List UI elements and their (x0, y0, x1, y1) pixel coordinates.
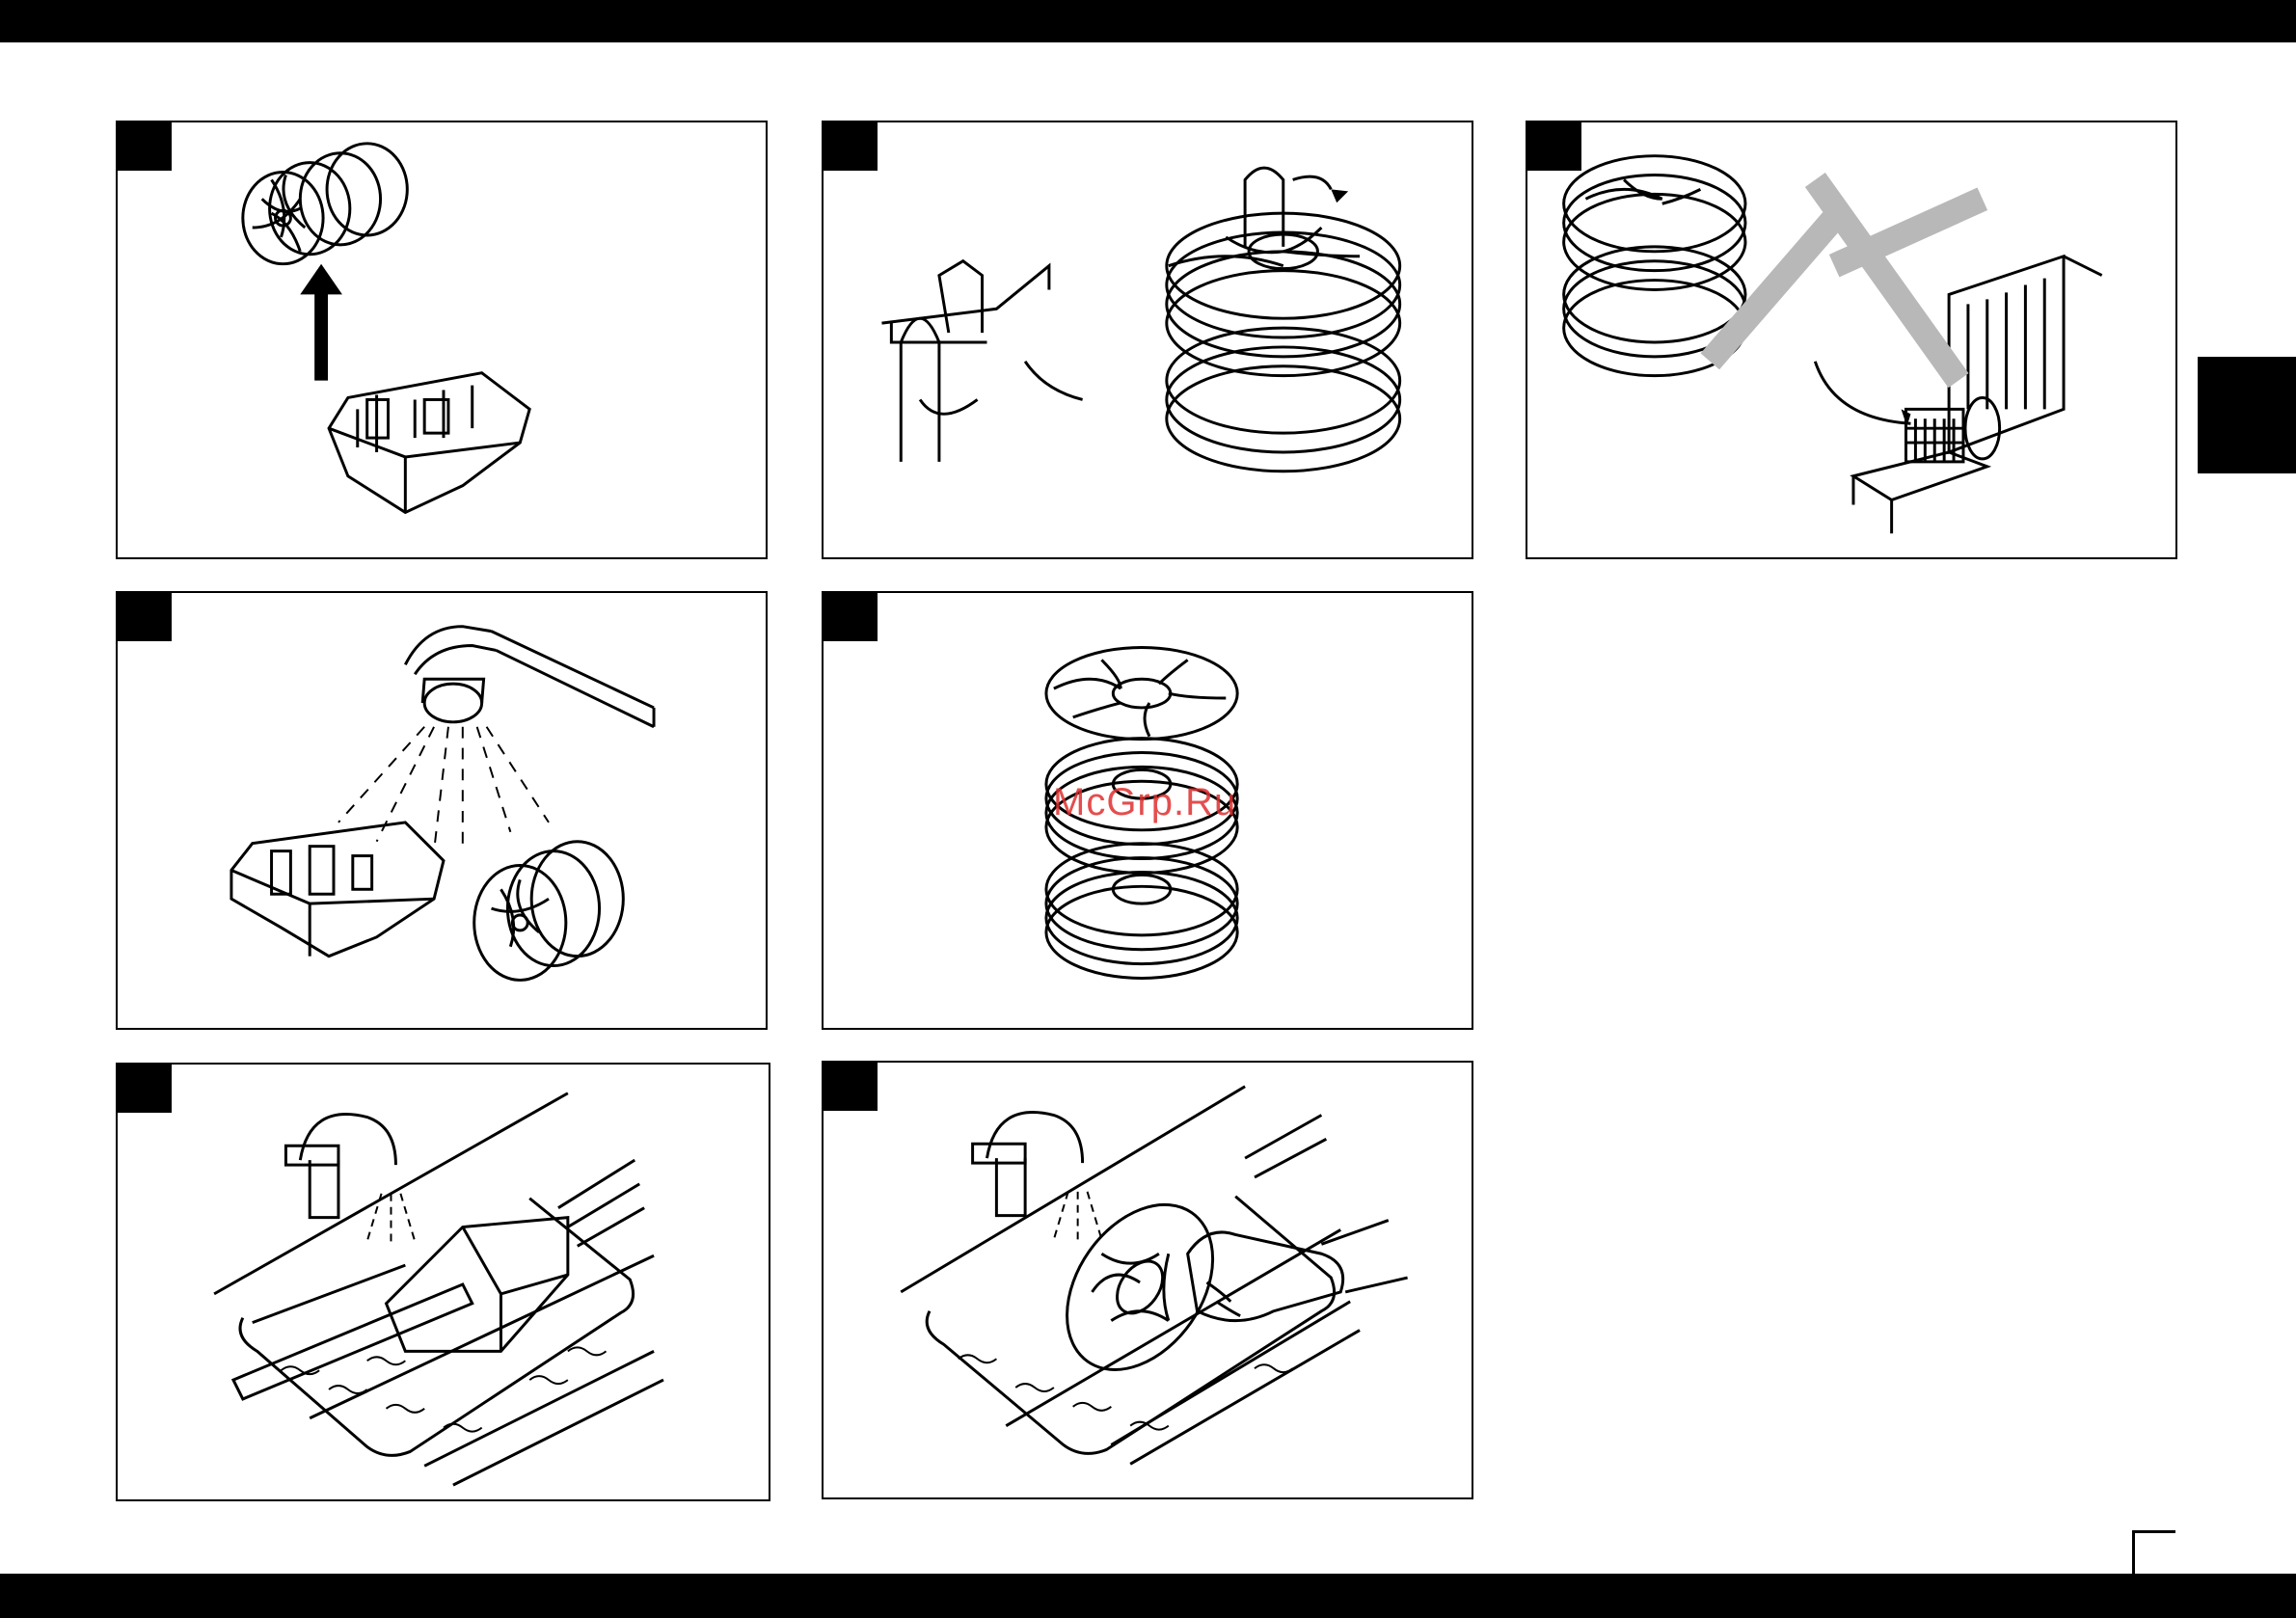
illustration-rinse-shower (118, 593, 766, 1028)
watermark-text: McGrp.Ru (1053, 781, 1236, 824)
section-tab (2198, 357, 2296, 473)
top-black-bar (0, 0, 2296, 42)
panel-unscrew-stack (822, 121, 1473, 559)
panel-no-dishwasher (1526, 121, 2177, 559)
panel-rinse-shower (116, 591, 768, 1030)
illustration-unscrew-stack (824, 122, 1472, 557)
illustration-wash-disc (824, 1063, 1472, 1497)
illustration-lift-drums (118, 122, 766, 557)
panel-brush-tray (116, 1063, 770, 1501)
panel-lift-drums (116, 121, 768, 559)
illustration-no-dishwasher (1527, 122, 2175, 557)
panel-wash-disc (822, 1061, 1473, 1499)
illustration-brush-tray (118, 1065, 769, 1499)
bottom-black-bar (0, 1574, 2296, 1618)
page-corner-mark (2132, 1530, 2175, 1574)
